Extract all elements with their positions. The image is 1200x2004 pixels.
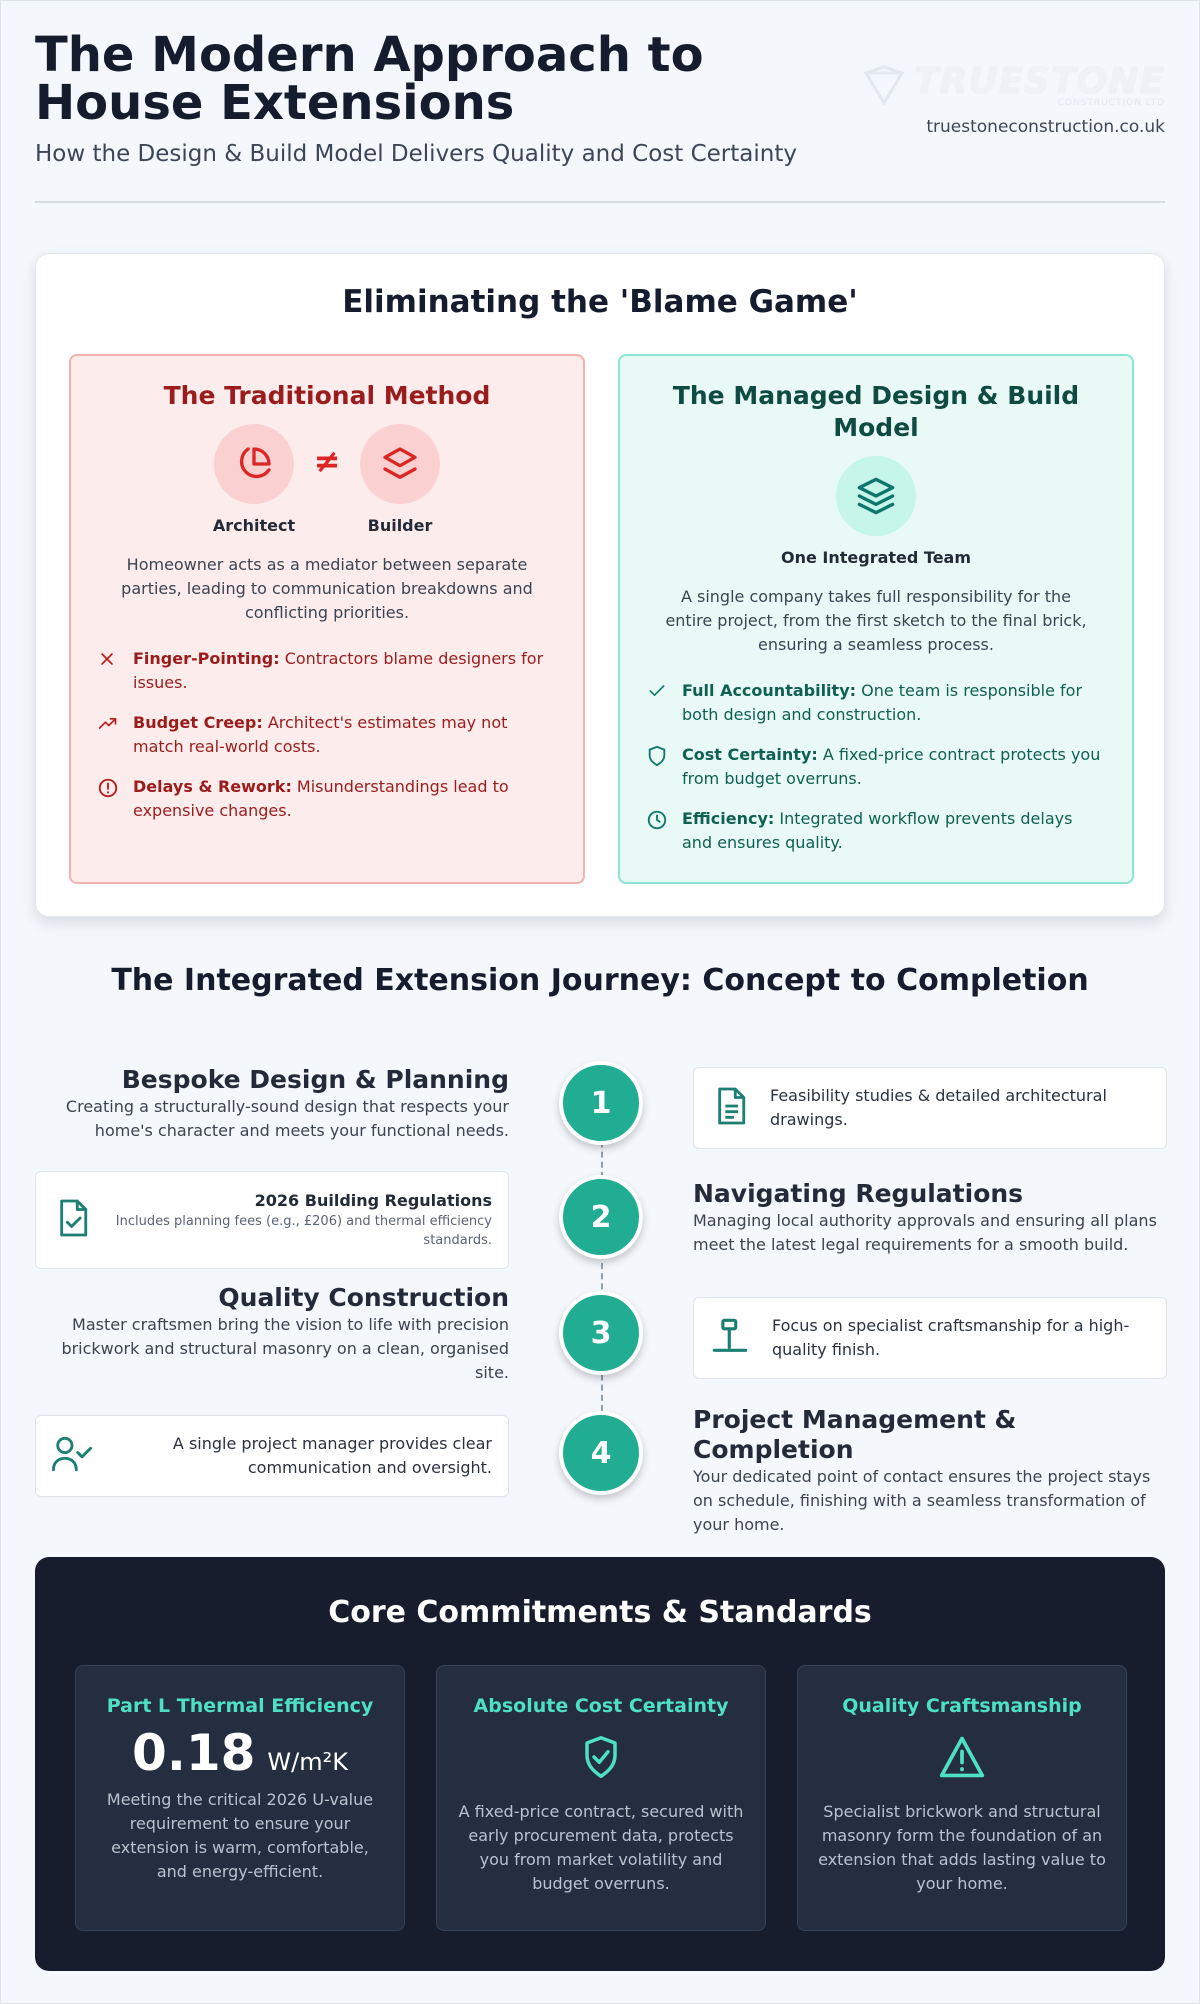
step-description: Master craftsmen bring the vision to lif…: [61, 1315, 509, 1382]
card-thermal-efficiency: Part L Thermal Efficiency 0.18 W/m²K Meet…: [75, 1665, 405, 1931]
not-equal-icon: ≠: [313, 442, 341, 480]
step-2-box: 2026 Building Regulations Includes plann…: [35, 1171, 509, 1269]
file-check-icon: [56, 1198, 90, 1242]
page-subtitle: How the Design & Build Model Delivers Qu…: [35, 141, 797, 167]
point-delays: Delays & Rework: Misunderstandings lead …: [97, 775, 557, 823]
step-description: Your dedicated point of contact ensures …: [693, 1467, 1151, 1534]
alert-circle-icon: [97, 775, 133, 823]
managed-description: A single company takes full responsibili…: [665, 587, 1087, 654]
managed-title: The Managed Design & Build Model: [672, 381, 1080, 442]
step-3-text: Quality Construction Master craftsmen br…: [35, 1283, 509, 1385]
point-text: Architect's estimates may not match real…: [133, 713, 508, 756]
core-commitments-section: Core Commitments & Standards Part L Ther…: [35, 1557, 1165, 1971]
card-cost-certainty: Absolute Cost Certainty A fixed-price co…: [436, 1665, 766, 1931]
layers-icon: [836, 456, 916, 536]
layers-split-icon: [360, 424, 440, 504]
step-description: Creating a structurally-sound design tha…: [65, 1097, 509, 1140]
team-label: One Integrated Team: [780, 548, 972, 567]
logo-tagline: CONSTRUCTION LTD: [1057, 98, 1165, 108]
point-bold: Cost Certainty:: [682, 745, 818, 764]
point-efficiency: Efficiency: Integrated workflow prevents…: [646, 807, 1106, 855]
architect-label: Architect: [212, 516, 296, 535]
journey-title: The Integrated Extension Journey: Concep…: [111, 963, 1089, 998]
point-bold: Budget Creep:: [133, 713, 263, 732]
step-1-box: Feasibility studies & detailed architect…: [693, 1067, 1167, 1149]
user-check-icon: [50, 1434, 94, 1478]
trowel-icon: [710, 1316, 750, 1360]
step-4-number: 4: [559, 1411, 643, 1495]
company-logo: TRUESTONE CONSTRUCTION LTD: [863, 61, 1165, 108]
step-1-text: Bespoke Design & Planning Creating a str…: [35, 1065, 509, 1143]
warning-triangle-icon: [818, 1734, 1106, 1784]
point-text: Integrated workflow prevents delays and …: [682, 809, 1073, 852]
point-finger-pointing: Finger-Pointing: Contractors blame desig…: [97, 647, 557, 695]
step-3-number: 3: [559, 1291, 643, 1375]
x-icon: [97, 647, 133, 695]
point-budget-creep: Budget Creep: Architect's estimates may …: [97, 711, 557, 759]
blame-game-card: Eliminating the 'Blame Game' The Traditi…: [35, 253, 1165, 917]
card-text: Meeting the critical 2026 U-value requir…: [106, 1790, 374, 1881]
point-bold: Efficiency:: [682, 809, 775, 828]
clock-icon: [646, 807, 682, 855]
shield-check-icon: [457, 1734, 745, 1784]
step-3-box: Focus on specialist craftsmanship for a …: [693, 1297, 1167, 1379]
step-heading: Project Management & Completion: [693, 1405, 1017, 1464]
card-quality-craftsmanship: Quality Craftsmanship Specialist brickwo…: [797, 1665, 1127, 1931]
traditional-description: Homeowner acts as a mediator between sep…: [121, 555, 533, 622]
step-box-title: 2026 Building Regulations: [254, 1191, 492, 1210]
traditional-title: The Traditional Method: [163, 381, 491, 410]
point-bold: Full Accountability:: [682, 681, 857, 700]
step-heading: Quality Construction: [218, 1283, 509, 1312]
step-4-box: A single project manager provides clear …: [35, 1415, 509, 1497]
u-value: 0.18: [132, 1724, 256, 1782]
logo-name: TRUESTONE: [914, 61, 1165, 102]
traditional-method-panel: The Traditional Method Architect ≠ Build…: [69, 354, 585, 884]
step-box-text: Focus on specialist craftsmanship for a …: [772, 1316, 1130, 1359]
point-text: One team is responsible for both design …: [682, 681, 1083, 724]
timeline-line: [601, 1101, 603, 1421]
core-title: Core Commitments & Standards: [328, 1595, 872, 1630]
card-text: A fixed-price contract, secured with ear…: [458, 1802, 744, 1893]
step-box-text: Feasibility studies & detailed architect…: [770, 1086, 1107, 1129]
point-text: Misunderstandings lead to expensive chan…: [133, 777, 509, 820]
blame-title: Eliminating the 'Blame Game': [342, 284, 858, 320]
logo-mark-icon: [863, 65, 905, 105]
point-cost-certainty: Cost Certainty: A fixed-price contract p…: [646, 743, 1106, 791]
step-2-text: Navigating Regulations Managing local au…: [693, 1179, 1167, 1257]
pie-chart-icon: [214, 424, 294, 504]
step-heading: Navigating Regulations: [693, 1179, 1024, 1208]
website-link[interactable]: truestoneconstruction.co.uk: [926, 117, 1165, 137]
u-value-unit: W/m²K: [267, 1748, 348, 1776]
card-title: Part L Thermal Efficiency: [106, 1695, 374, 1717]
point-bold: Delays & Rework:: [133, 777, 292, 796]
step-2-number: 2: [559, 1175, 643, 1259]
step-box-text: A single project manager provides clear …: [172, 1434, 492, 1477]
managed-model-panel: The Managed Design & Build Model One Int…: [618, 354, 1134, 884]
shield-icon: [646, 743, 682, 791]
point-text: A fixed-price contract protects you from…: [682, 745, 1101, 788]
step-box-text: Includes planning fees (e.g., £206) and …: [115, 1214, 492, 1248]
builder-label: Builder: [367, 516, 433, 535]
document-icon: [714, 1086, 748, 1130]
page-header: The Modern Approach to House Extensions …: [35, 31, 1165, 203]
point-bold: Finger-Pointing:: [133, 649, 280, 668]
step-heading: Bespoke Design & Planning: [121, 1065, 509, 1094]
point-accountability: Full Accountability: One team is respons…: [646, 679, 1106, 727]
card-text: Specialist brickwork and structural maso…: [818, 1802, 1106, 1893]
step-4-text: Project Management & Completion Your ded…: [693, 1405, 1167, 1537]
step-1-number: 1: [559, 1061, 643, 1145]
check-icon: [646, 679, 682, 727]
page-title: The Modern Approach to House Extensions: [35, 27, 704, 131]
card-title: Quality Craftsmanship: [842, 1695, 1082, 1717]
trending-up-icon: [97, 711, 133, 759]
step-description: Managing local authority approvals and e…: [693, 1211, 1157, 1254]
point-text: Contractors blame designers for issues.: [133, 649, 544, 692]
card-title: Absolute Cost Certainty: [473, 1695, 729, 1717]
